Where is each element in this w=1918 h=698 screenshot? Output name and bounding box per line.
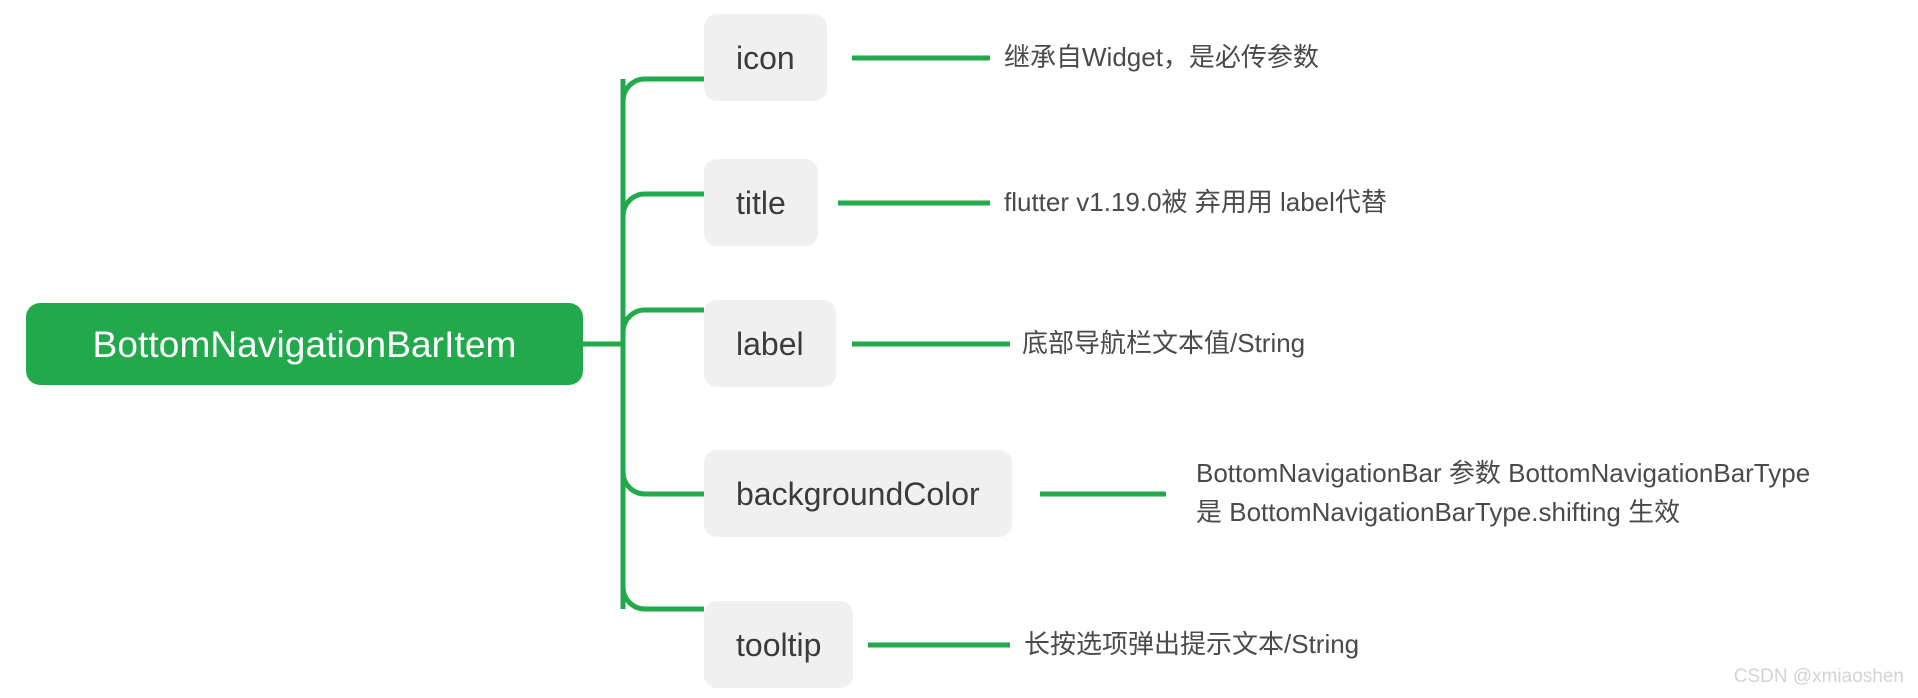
branch-node-tooltip[interactable]: tooltip — [704, 601, 854, 688]
description-title: flutter v1.19.0被 弃用用 label代替 — [1004, 183, 1387, 222]
description-line: 底部导航栏文本值/String — [1022, 328, 1306, 358]
root-node[interactable]: BottomNavigationBarItem — [26, 303, 583, 385]
description-line: 长按选项弹出提示文本/String — [1024, 629, 1360, 659]
description-line: BottomNavigationBar 参数 BottomNavigationB… — [1196, 458, 1811, 488]
branch-node-backgroundcolor[interactable]: backgroundColor — [704, 450, 1012, 537]
description-line: 是 BottomNavigationBarType.shifting 生效 — [1196, 497, 1681, 527]
description-tooltip: 长按选项弹出提示文本/String — [1024, 625, 1359, 664]
branch-node-label-label: label — [736, 325, 804, 362]
connector-branch-backgroundcolor — [620, 471, 704, 497]
watermark: CSDN @xmiaoshen — [1733, 666, 1904, 687]
description-icon: 继承自Widget，是必传参数 — [1004, 38, 1319, 77]
branch-node-backgroundcolor-label: backgroundColor — [736, 475, 980, 512]
description-label: 底部导航栏文本值/String — [1022, 324, 1305, 363]
connector-branch-label — [620, 307, 704, 333]
branch-node-tooltip-label: tooltip — [736, 626, 822, 663]
branch-node-icon[interactable]: icon — [704, 14, 827, 101]
branch-node-title-label: title — [736, 184, 786, 221]
root-node-label: BottomNavigationBarItem — [92, 323, 517, 365]
connector-branch-tooltip — [620, 586, 704, 612]
connector-branch-icon — [620, 76, 704, 102]
branch-node-icon-label: icon — [736, 39, 795, 76]
description-line: flutter v1.19.0被 弃用用 label代替 — [1004, 187, 1387, 217]
description-backgroundcolor: BottomNavigationBar 参数 BottomNavigationB… — [1196, 454, 1810, 532]
description-line: 继承自Widget，是必传参数 — [1004, 42, 1319, 72]
connector-branch-title — [620, 191, 704, 217]
branch-node-title[interactable]: title — [704, 159, 818, 246]
branch-node-label[interactable]: label — [704, 300, 836, 387]
